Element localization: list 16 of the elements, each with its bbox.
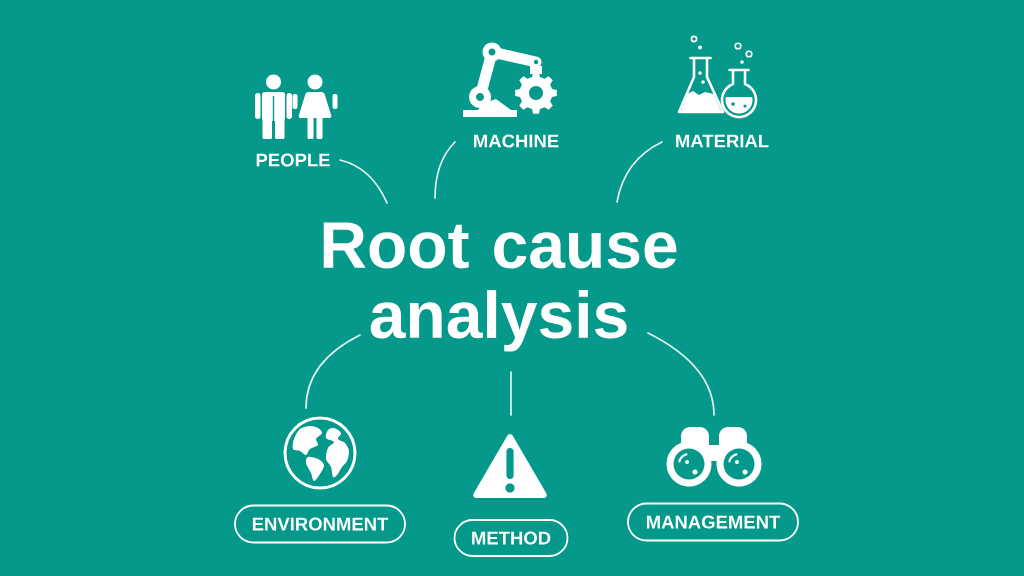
connector-line [616, 141, 663, 203]
connector-line [434, 141, 456, 199]
connector-line [510, 371, 512, 416]
category-pill: ENVIRONMENT [234, 504, 406, 544]
globe-icon [283, 416, 357, 490]
central-heading: Root cause analysis [323, 222, 677, 352]
category-pill: MANAGEMENT [627, 502, 799, 542]
connector-line [339, 159, 388, 204]
binoculars-icon [666, 427, 762, 487]
category-pill: METHOD [453, 519, 569, 557]
category-label: MACHINE [474, 134, 559, 148]
category-label: PEOPLE [256, 153, 330, 167]
connector-line [305, 334, 361, 409]
category-label: MATERIAL [676, 134, 769, 148]
connector-line [647, 332, 715, 416]
warning-icon [473, 434, 547, 498]
